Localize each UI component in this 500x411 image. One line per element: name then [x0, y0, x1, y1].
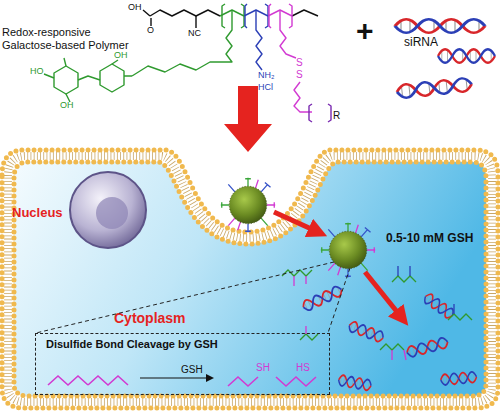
cytoplasm-fill: [14, 162, 486, 396]
concentration-label: 0.5-10 mM GSH: [386, 232, 473, 246]
zoom-lines: [36, 262, 350, 333]
thiol-label: HS: [296, 362, 310, 374]
lipid-heads-inner: [14, 162, 486, 396]
lipid-heads-outer: [2, 150, 498, 408]
nucleus-shape: [68, 170, 148, 250]
inset-box: Disulfide Bond Cleavage by GSH GSH SH HS: [35, 333, 330, 395]
process-arrow: [224, 86, 272, 152]
atom-label: S: [296, 69, 303, 81]
atom-label: HO: [30, 66, 44, 76]
released-fragments: [282, 266, 477, 391]
lipid-tails: [8, 156, 492, 402]
cell-body: Cytoplasm NucleusDisulfide Bond Cleavage …: [14, 162, 486, 394]
atom-label: R: [333, 110, 340, 122]
polymer-name: Redox-responsive Galactose-based Polymer: [2, 26, 137, 51]
sirna-duplexes: [395, 19, 495, 98]
sirna-label: siRNA: [404, 36, 438, 50]
atom-label: S: [296, 57, 303, 69]
cell-outer-fill: [2, 150, 498, 408]
atom-label: NC: [188, 28, 201, 38]
atom-label: OH: [114, 50, 128, 60]
nucleus-envelope: [70, 172, 146, 248]
nanoparticles: [221, 178, 375, 277]
atom-label: O: [147, 25, 154, 35]
thiol-label: SH: [256, 362, 270, 374]
plus-sign: +: [356, 14, 374, 49]
region-label: Cytoplasm: [114, 310, 186, 326]
atom-label: HCl: [258, 82, 273, 92]
uptake-arrow: [274, 212, 318, 232]
nucleus-circle: Nucleus: [68, 170, 148, 250]
polymer-structure: [44, 4, 331, 122]
nucleolus: [96, 197, 128, 229]
region-label: Nucleus: [12, 206, 63, 221]
disulfide-cleavage-scheme: [48, 376, 316, 386]
inset-title: Disulfide Bond Cleavage by GSH: [46, 338, 218, 351]
reagent-label: GSH: [181, 364, 203, 376]
atom-label: OH: [128, 2, 142, 12]
atom-label: NH₂: [258, 70, 275, 80]
atom-label: OH: [60, 100, 74, 110]
release-arrow: [365, 272, 402, 318]
